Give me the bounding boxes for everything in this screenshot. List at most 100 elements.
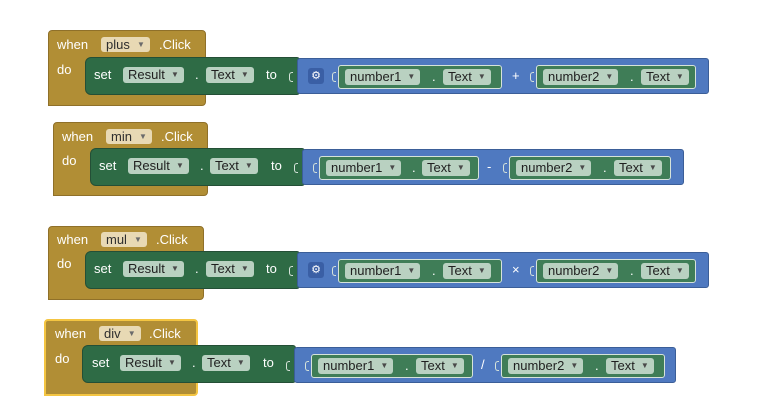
component-dropdown[interactable]: number2 ▼ [543, 263, 619, 279]
dot-separator: . [200, 158, 204, 173]
event-name: .Click [156, 232, 188, 247]
dropdown-arrow-icon: ▼ [136, 40, 145, 49]
set-block-plus[interactable]: set Result▼ . Text▼ to [85, 57, 300, 95]
property-dropdown[interactable]: Text▼ [206, 261, 254, 277]
property-name: Text [646, 263, 670, 278]
component-dropdown[interactable]: number1▼ [326, 160, 402, 176]
dropdown-arrow-icon: ▼ [675, 72, 684, 81]
target-name: Result [133, 158, 170, 173]
target-name: Result [128, 261, 165, 276]
socket [332, 72, 336, 82]
property-dropdown[interactable]: Text ▼ [422, 160, 470, 176]
component-name: min [111, 129, 132, 144]
target-dropdown[interactable]: Result ▼ [128, 158, 189, 174]
dropdown-arrow-icon: ▼ [456, 163, 465, 172]
math-block-plus[interactable]: ⚙ number1▼ . Text▼ + number2▼ . Text▼ [289, 58, 709, 94]
property-name: Text [421, 358, 445, 373]
dot-separator: . [603, 160, 607, 175]
property-name: Text [211, 261, 235, 276]
property-name: Text [646, 69, 670, 84]
when-label: when [62, 129, 94, 144]
right-operand[interactable]: number2▼ . Text▼ [536, 65, 696, 89]
socket [305, 361, 309, 371]
operator-multiply: × [512, 262, 520, 277]
property-dropdown[interactable]: Text▼ [614, 160, 662, 176]
dropdown-arrow-icon: ▼ [170, 264, 179, 273]
right-operand[interactable]: number2▼ . Text▼ [536, 259, 696, 283]
property-dropdown[interactable]: Text▼ [443, 69, 491, 85]
dropdown-arrow-icon: ▼ [388, 163, 397, 172]
set-label: set [99, 158, 117, 173]
property-dropdown[interactable]: Text ▼ [416, 358, 464, 374]
socket [289, 72, 293, 82]
component-dropdown-min[interactable]: min▼ [106, 129, 152, 144]
math-block-min[interactable]: number1▼ . Text ▼ - number2▼ . Text▼ [294, 149, 684, 185]
component-dropdown[interactable]: number1 ▼ [345, 263, 421, 279]
set-block-mul[interactable]: set Result▼ . Text▼ to [85, 251, 300, 289]
component-name: number1 [350, 263, 402, 278]
dot-separator: . [595, 358, 599, 373]
property-dropdown[interactable]: Text ▼ [202, 355, 250, 371]
operator-minus: - [487, 159, 492, 174]
when-label: when [57, 37, 89, 52]
property-name: Text [427, 160, 451, 175]
property-dropdown[interactable]: Text▼ [606, 358, 654, 374]
left-operand[interactable]: number1▼ . Text▼ [338, 65, 502, 89]
dropdown-arrow-icon: ▼ [175, 161, 184, 170]
component-name: number2 [548, 263, 600, 278]
do-label: do [55, 351, 70, 366]
gear-icon[interactable]: ⚙ [308, 68, 324, 84]
component-dropdown[interactable]: number2▼ [508, 358, 584, 374]
component-name: number2 [548, 69, 600, 84]
gear-icon[interactable]: ⚙ [308, 262, 324, 278]
socket [313, 163, 317, 173]
socket [286, 361, 290, 371]
operator-divide: / [481, 357, 485, 372]
left-operand[interactable]: number1▼ . Text▼ [311, 354, 473, 378]
dropdown-arrow-icon: ▼ [170, 70, 179, 79]
property-name: Text [211, 67, 235, 82]
left-operand[interactable]: number1▼ . Text▼ [338, 259, 502, 283]
math-block-div[interactable]: number1▼ . Text ▼ / number2▼ . Text▼ [286, 347, 676, 383]
property-name: Text [215, 158, 239, 173]
dropdown-arrow-icon: ▼ [236, 358, 245, 367]
component-dropdown-mul[interactable]: mul▼ [101, 232, 147, 247]
dropdown-arrow-icon: ▼ [407, 266, 416, 275]
component-dropdown-div[interactable]: div▼ [99, 326, 141, 341]
component-name: number2 [513, 358, 565, 373]
dot-separator: . [195, 261, 199, 276]
dropdown-arrow-icon: ▼ [407, 72, 416, 81]
property-name: Text [448, 69, 472, 84]
left-operand[interactable]: number1▼ . Text▼ [319, 156, 479, 180]
target-dropdown[interactable]: Result ▼ [123, 67, 184, 83]
property-dropdown[interactable]: Text▼ [206, 67, 254, 83]
dropdown-arrow-icon: ▼ [605, 266, 614, 275]
right-operand[interactable]: number2▼ . Text▼ [501, 354, 665, 378]
event-name: .Click [149, 326, 181, 341]
dropdown-arrow-icon: ▼ [167, 358, 176, 367]
component-dropdown[interactable]: number2▼ [543, 69, 619, 85]
property-dropdown[interactable]: Text▼ [443, 263, 491, 279]
right-operand[interactable]: number2▼ . Text▼ [509, 156, 671, 180]
socket [495, 361, 499, 371]
target-dropdown[interactable]: Result ▼ [123, 261, 184, 277]
property-dropdown[interactable]: Text ▼ [641, 69, 689, 85]
property-dropdown[interactable]: Text▼ [210, 158, 258, 174]
component-dropdown[interactable]: number1▼ [318, 358, 394, 374]
component-dropdown[interactable]: number1▼ [345, 69, 421, 85]
component-dropdown[interactable]: number2▼ [516, 160, 592, 176]
dropdown-arrow-icon: ▼ [134, 235, 142, 244]
math-block-mul[interactable]: ⚙ number1▼ . Text▼ × number2▼ . Text▼ [289, 252, 709, 288]
event-name: .Click [161, 129, 193, 144]
target-name: Result [128, 67, 165, 82]
dropdown-arrow-icon: ▼ [450, 361, 459, 370]
target-dropdown[interactable]: Result▼ [120, 355, 181, 371]
event-name: .Click [159, 37, 191, 52]
property-dropdown[interactable]: Text▼ [641, 263, 689, 279]
property-name: Text [619, 160, 643, 175]
event-block-div[interactable]: when div▼ .Click do [44, 319, 198, 396]
property-name: Text [207, 355, 231, 370]
component-dropdown-plus[interactable]: plus▼ [101, 37, 150, 52]
set-block-min[interactable]: set Result▼ . Text▼ to [90, 148, 305, 186]
set-block-div[interactable]: set Result▼ . Text▼ to [82, 345, 296, 383]
